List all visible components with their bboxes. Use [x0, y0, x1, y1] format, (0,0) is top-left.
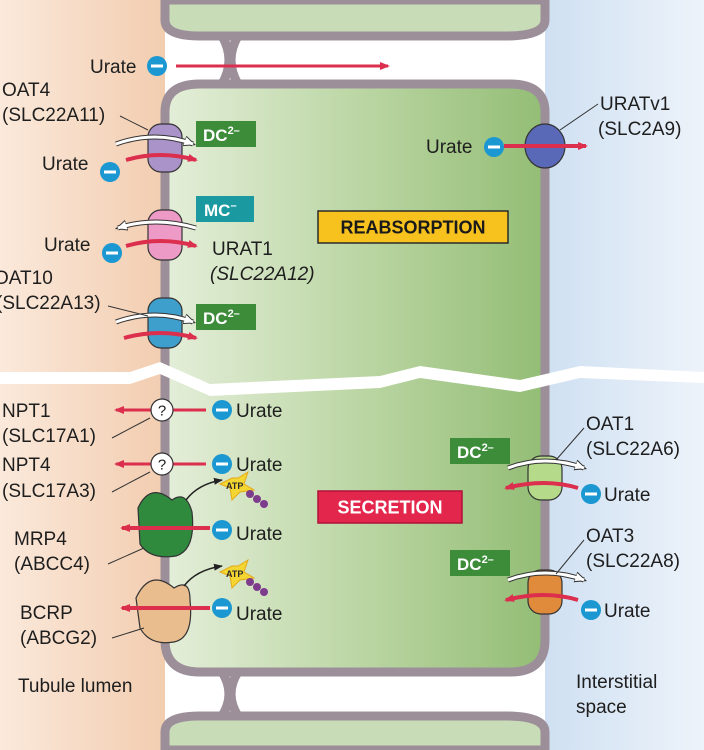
bcrp-gene: (ABCG2)	[20, 628, 97, 649]
uratv1-gene: (SLC2A9)	[598, 119, 681, 140]
bcrp-leader	[111, 627, 145, 639]
oat10-gene: (SLC22A13)	[0, 293, 101, 314]
dc-ion-box: DC2–	[196, 304, 256, 330]
svg-text:?: ?	[158, 403, 166, 420]
bcrp-name: BCRP	[20, 603, 73, 624]
anion-icon	[581, 484, 601, 504]
bottom-neighbor-cell	[160, 711, 550, 750]
anion-icon	[212, 520, 232, 540]
mrp4-name: MRP4	[14, 529, 67, 550]
oat1-leader	[555, 427, 585, 461]
uratv1-leader	[559, 103, 599, 131]
svg-text:MC–: MC–	[204, 200, 237, 220]
uratv1-name: URATv1	[600, 94, 670, 115]
oat1-urate-label: Urate	[604, 485, 650, 506]
oat10-name: OAT10	[0, 268, 53, 289]
urat1-name: URAT1	[212, 239, 273, 260]
reabsorption-box: REABSORPTION	[317, 210, 509, 244]
oat1-gene: (SLC22A6)	[586, 439, 680, 460]
npt1-transporter: ?	[114, 398, 206, 422]
oat1-name: OAT1	[586, 414, 634, 435]
dc-ion-box: DC2–	[450, 438, 510, 464]
svg-text:ATP: ATP	[226, 481, 243, 491]
interstitial-label-line1: Interstitial	[576, 672, 657, 693]
npt4-urate-label: Urate	[236, 455, 282, 476]
npt4-name: NPT4	[2, 455, 51, 476]
anion-icon	[102, 243, 122, 263]
svg-text:DC2–: DC2–	[457, 442, 494, 462]
anion-icon	[212, 598, 232, 618]
npt4-gene: (SLC17A3)	[2, 481, 96, 502]
atp-molecule: ATP	[218, 470, 268, 508]
npt1-leader	[111, 417, 151, 439]
npt4-leader	[111, 471, 151, 493]
oat4-leader	[119, 115, 149, 131]
oat3-urate-label: Urate	[604, 601, 650, 622]
dc-ion-box: DC2–	[196, 121, 256, 147]
anion-icon	[484, 137, 504, 157]
npt1-name: NPT1	[2, 401, 51, 422]
bcrp-transporter	[120, 563, 223, 644]
oat4-urate-label: Urate	[42, 154, 88, 175]
anion-icon	[100, 162, 120, 182]
mrp4-urate-label: Urate	[236, 524, 282, 545]
svg-text:REABSORPTION: REABSORPTION	[340, 218, 485, 238]
npt4-transporter: ?	[114, 452, 206, 476]
mrp4-transporter	[120, 477, 223, 558]
oat1-transporter	[504, 455, 584, 501]
urat1-urate-label: Urate	[44, 235, 90, 256]
oat3-transporter	[504, 569, 584, 615]
top-neighbor-cell	[160, 0, 550, 41]
tight-junction-top-2	[226, 33, 242, 87]
oat3-leader	[555, 539, 585, 575]
oat3-name: OAT3	[586, 526, 634, 547]
urat1-transporter	[118, 209, 198, 261]
uratv1-transporter	[504, 123, 588, 169]
npt1-urate-label: Urate	[236, 401, 282, 422]
tubule-lumen-label: Tubule lumen	[18, 676, 132, 697]
anion-icon	[212, 454, 232, 474]
svg-text:DC2–: DC2–	[457, 554, 494, 574]
anion-icon	[147, 56, 167, 76]
oat4-transporter	[115, 123, 198, 173]
atp-molecule: ATP	[218, 558, 268, 596]
oat4-gene: (SLC22A11)	[2, 105, 105, 126]
oat4-name: OAT4	[2, 80, 51, 101]
secretion-box: SECRETION	[317, 490, 463, 524]
uratv1-urate-label: Urate	[426, 137, 472, 158]
tight-junction-bottom-2	[226, 669, 242, 719]
svg-text:ATP: ATP	[226, 569, 243, 579]
dc-ion-box: DC2–	[450, 550, 510, 576]
urat1-gene: (SLC22A12)	[210, 264, 315, 285]
oat10-transporter	[115, 297, 198, 349]
oat3-gene: (SLC22A8)	[586, 551, 680, 572]
svg-text:DC2–: DC2–	[203, 125, 240, 145]
section-break	[0, 362, 704, 396]
svg-text:DC2–: DC2–	[203, 308, 240, 328]
mrp4-gene: (ABCC4)	[14, 554, 90, 575]
svg-text:SECRETION: SECRETION	[337, 498, 442, 518]
mc-ion-box: MC–	[196, 196, 254, 222]
mrp4-leader	[107, 547, 145, 565]
interstitial-label-line2: space	[576, 697, 627, 718]
npt1-gene: (SLC17A1)	[2, 426, 96, 447]
paracellular-urate-label: Urate	[90, 57, 136, 78]
anion-icon	[581, 600, 601, 620]
svg-text:?: ?	[158, 457, 166, 474]
anion-icon	[212, 400, 232, 420]
bcrp-urate-label: Urate	[236, 604, 282, 625]
oat10-leader	[107, 305, 149, 317]
